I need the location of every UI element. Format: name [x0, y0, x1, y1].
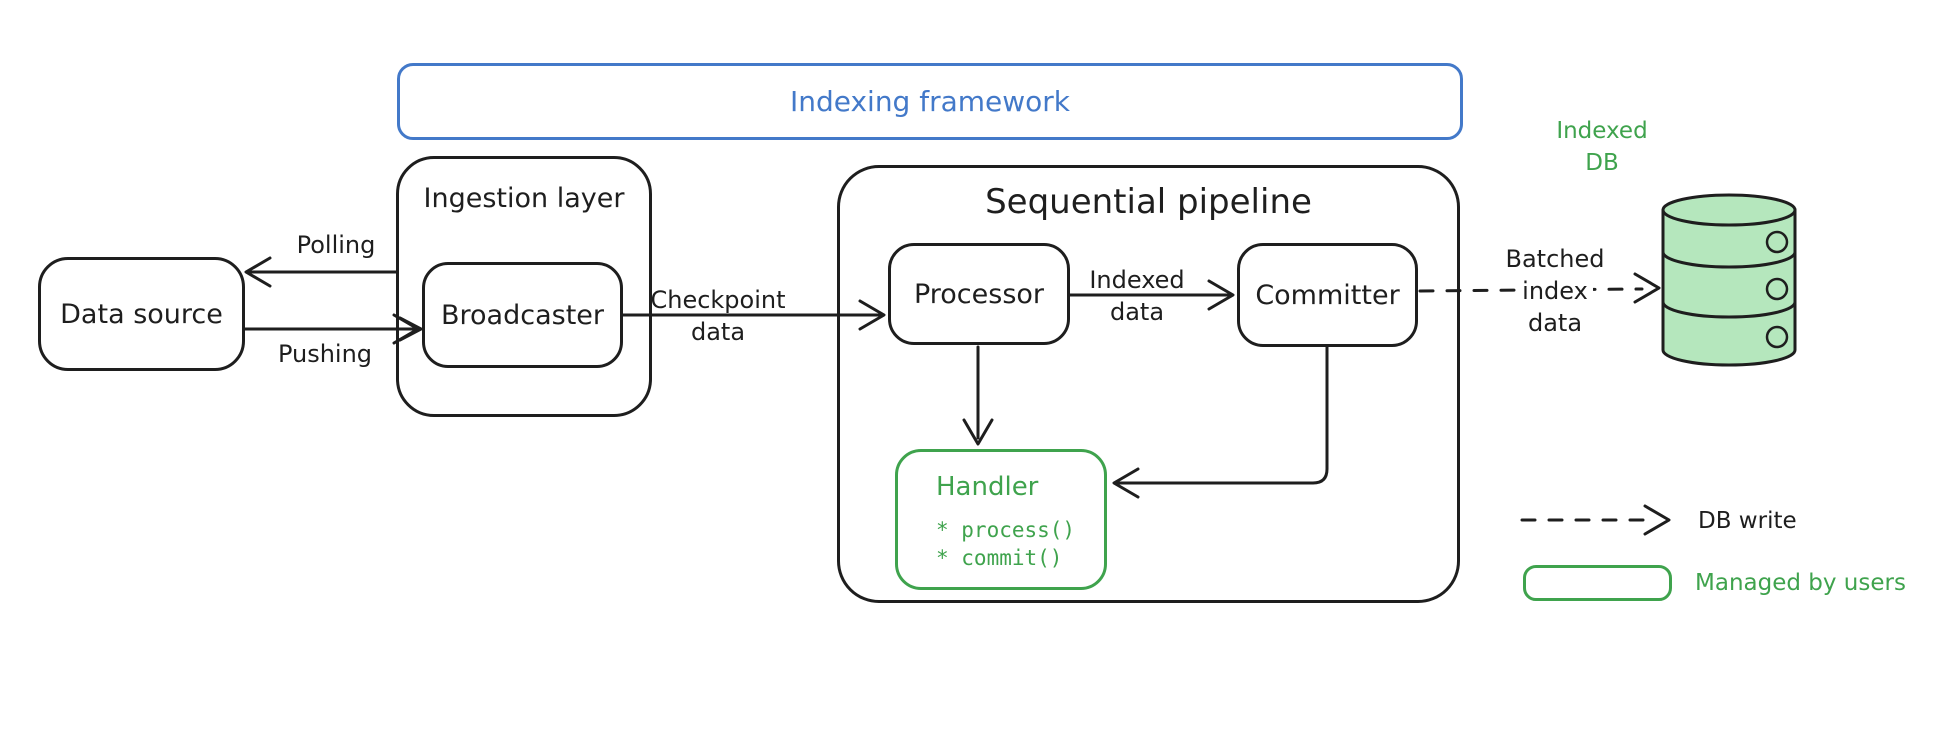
indexing-framework-frame: Indexing framework: [397, 63, 1463, 140]
indexed-data-line1: Indexed: [1089, 266, 1185, 294]
indexed-db-label: Indexed DB: [1537, 115, 1667, 179]
indexing-framework-title: Indexing framework: [789, 85, 1071, 118]
handler-label: Handler: [936, 472, 1039, 502]
indexed-db-line2: DB: [1585, 150, 1619, 176]
indexed-data-line2: data: [1109, 298, 1165, 326]
batched-index-line2: index: [1517, 277, 1593, 305]
data-source-label: Data source: [60, 298, 223, 330]
committer-node: Committer: [1237, 243, 1418, 347]
legend-managed-swatch: [1523, 565, 1672, 601]
ingestion-layer-label: Ingestion layer: [423, 183, 625, 214]
legend-managed-by-users-label: Managed by users: [1695, 570, 1906, 596]
indexed-data-edge-label: Indexed data: [1057, 264, 1217, 328]
batched-index-data-edge-label: Batched index data: [1475, 243, 1635, 339]
batched-index-line1: Batched: [1505, 245, 1605, 273]
legend-db-write-arrow: [1520, 504, 1671, 536]
handler-node: Handler * process() * commit(): [895, 449, 1107, 590]
broadcaster-label: Broadcaster: [441, 299, 604, 331]
polling-edge-label: Polling: [296, 231, 376, 259]
checkpoint-data-edge-label: Checkpoint data: [638, 284, 798, 348]
processor-node: Processor: [888, 243, 1070, 345]
data-source-node: Data source: [38, 257, 245, 371]
pushing-arrow: [243, 313, 423, 345]
legend-db-write-label: DB write: [1698, 508, 1797, 534]
handler-method-process: * process(): [936, 518, 1076, 542]
handler-method-commit: * commit(): [936, 546, 1063, 570]
indexed-db-line1: Indexed: [1556, 118, 1648, 144]
pushing-edge-label: Pushing: [277, 340, 373, 368]
polling-arrow: [244, 256, 398, 288]
checkpoint-data-line1: Checkpoint: [650, 286, 786, 314]
committer-label: Committer: [1255, 279, 1400, 311]
ingestion-layer-group: Ingestion layer: [396, 156, 652, 417]
processor-label: Processor: [913, 278, 1045, 310]
database-icon: [1661, 193, 1797, 367]
batched-index-line3: data: [1527, 309, 1583, 337]
sequential-pipeline-label: Sequential pipeline: [985, 182, 1312, 222]
sequential-pipeline-group: Sequential pipeline: [837, 165, 1460, 603]
checkpoint-data-line2: data: [690, 318, 746, 346]
broadcaster-node: Broadcaster: [422, 262, 623, 368]
